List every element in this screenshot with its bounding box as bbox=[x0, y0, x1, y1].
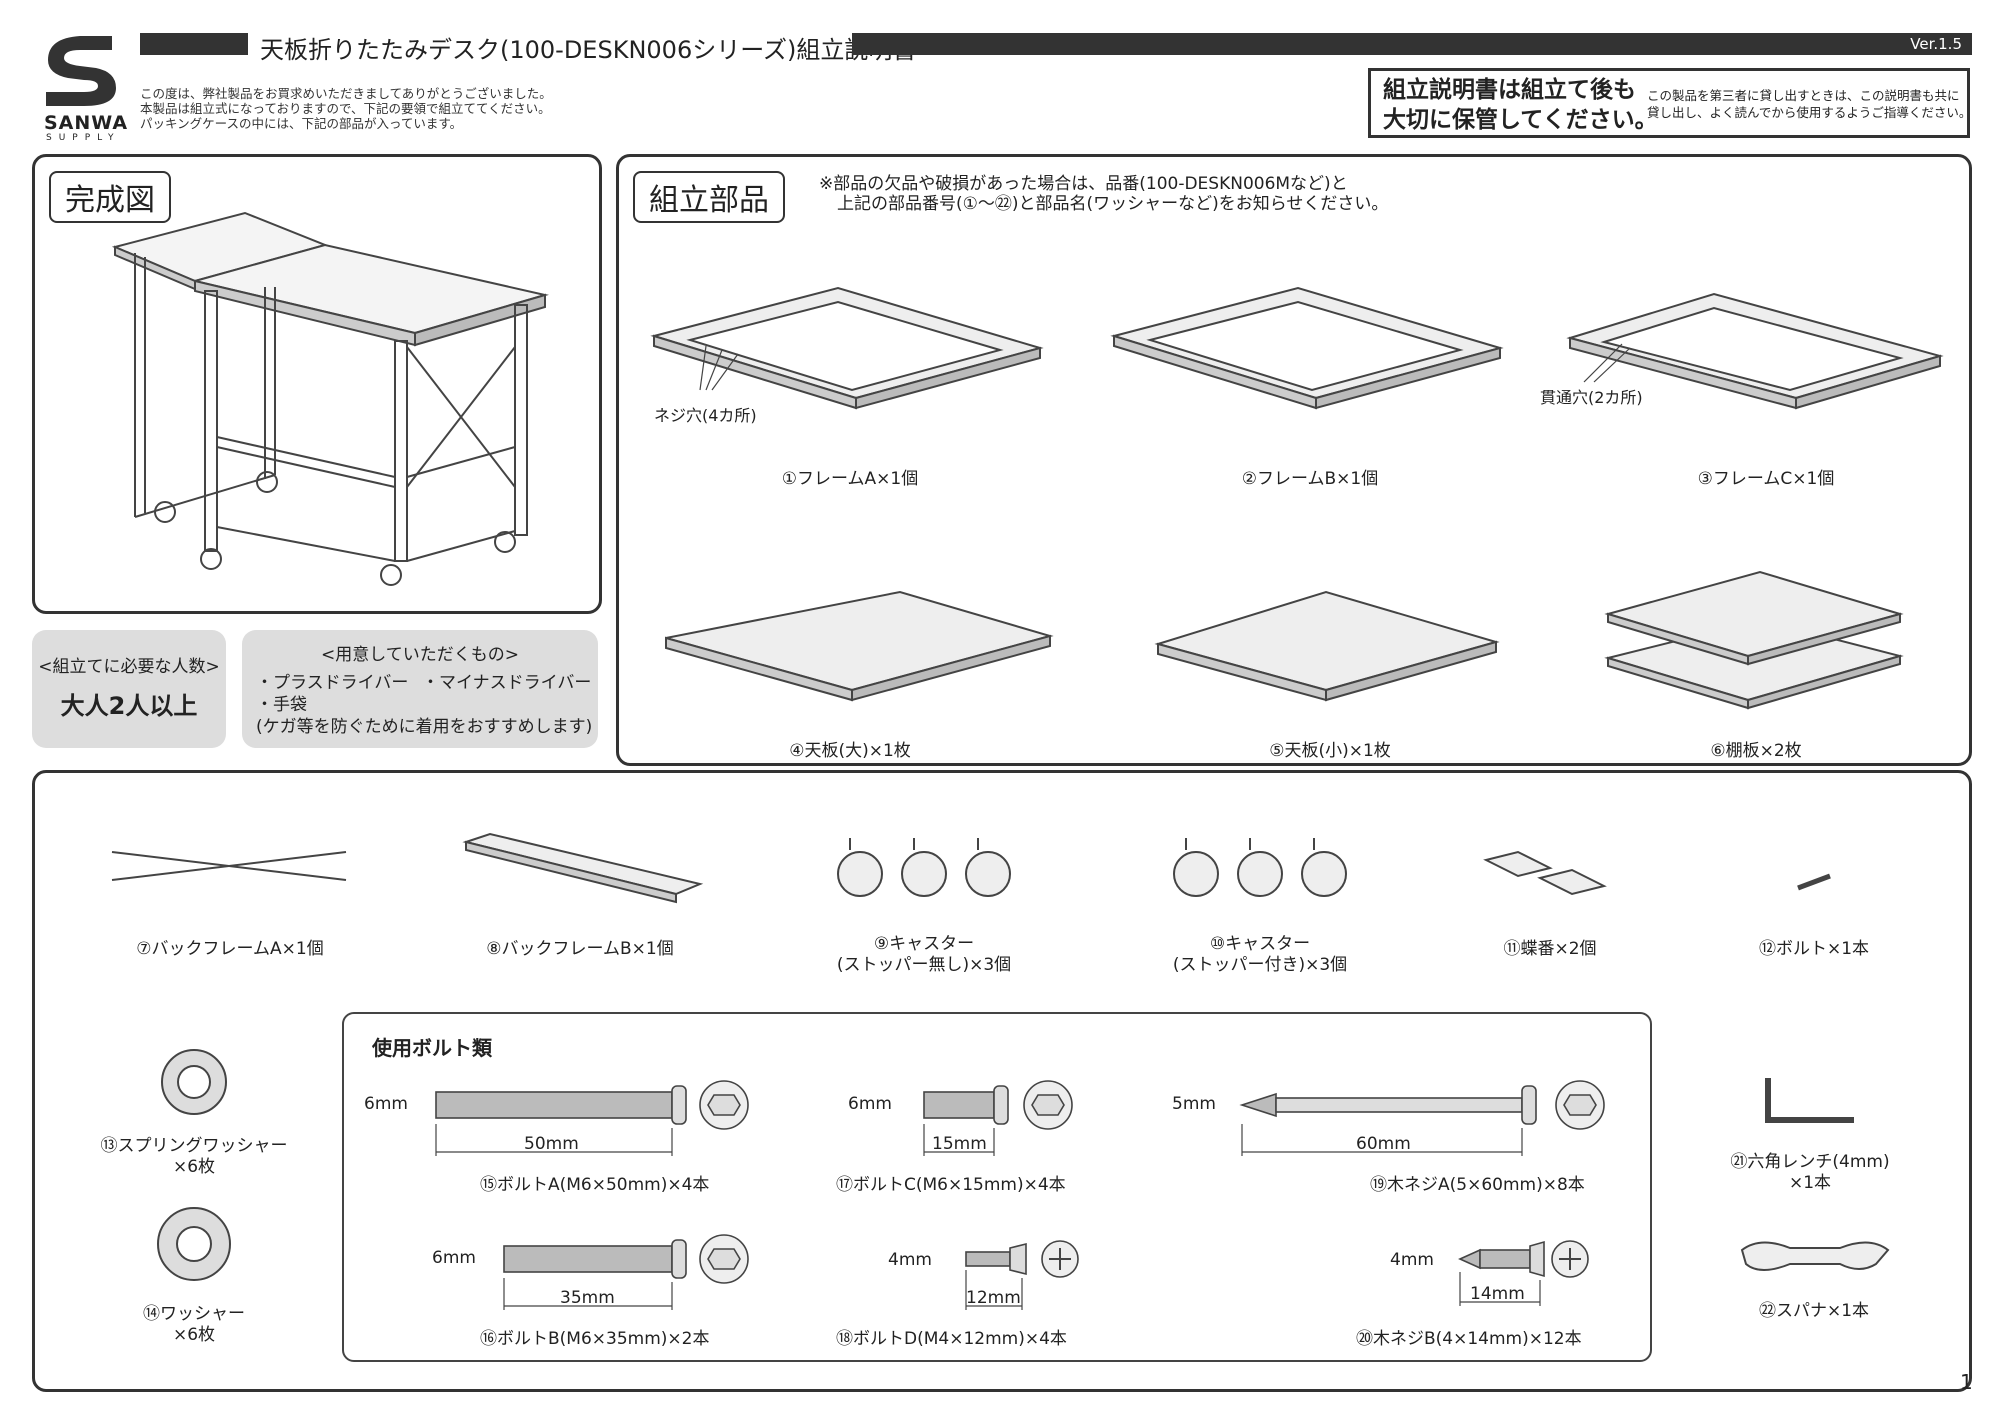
bolt-d-label: ⑱ボルトD(M4×12mm)×4本 bbox=[836, 1329, 1067, 1349]
parts-notice-2: 上記の部品番号(①～㉒)と部品名(ワッシャーなど)をお知らせください。 bbox=[837, 194, 1389, 214]
bolt-c-dia: 6mm bbox=[848, 1094, 892, 1114]
keep-notice: 組立説明書は組立て後も 大切に保管してください。 bbox=[1383, 77, 1658, 133]
bolt-b-len: 35mm bbox=[560, 1288, 615, 1308]
hex-wrench-label: ㉑六角レンチ(4mm) ×1本 bbox=[1730, 1152, 1890, 1193]
bolt-b-dia: 6mm bbox=[432, 1248, 476, 1268]
top-small-label: ⑤天板(小)×1枚 bbox=[1269, 741, 1391, 761]
complete-diagram-panel: 完成図 bbox=[32, 154, 602, 614]
bolts-title: 使用ボルト類 bbox=[372, 1036, 492, 1060]
desk-illustration bbox=[111, 211, 549, 586]
caster10-label: ⑩キャスター (ストッパー付き)×3個 bbox=[1172, 934, 1348, 975]
hinge-label: ⑪蝶番×2個 bbox=[1503, 939, 1597, 959]
people-box: <組立てに必要な人数> 大人2人以上 bbox=[32, 630, 226, 748]
keep-notice-box: 組立説明書は組立て後も 大切に保管してください。 この製品を第三者に貸し出すとき… bbox=[1368, 68, 1972, 138]
bolt-a-dia: 6mm bbox=[364, 1094, 408, 1114]
version-label: Ver.1.5 bbox=[1910, 35, 1962, 53]
bolt12-label: ⑫ボルト×1本 bbox=[1758, 939, 1870, 959]
transfer-note: この製品を第三者に貸し出すときは、この説明書も共に 貸し出し、よく読んでから使用… bbox=[1647, 88, 1972, 120]
bolt-d-dia: 4mm bbox=[888, 1250, 932, 1270]
screw-b-label: ⑳木ネジB(4×14mm)×12本 bbox=[1356, 1329, 1582, 1349]
prepare-item-1: ・プラスドライバー bbox=[256, 673, 409, 693]
doc-title: 天板折りたたみデスク(100-DESKN006シリーズ)組立説明書 bbox=[260, 36, 917, 64]
frame-c-label: ③フレームC×1個 bbox=[1697, 469, 1835, 489]
screw-a-len: 60mm bbox=[1356, 1134, 1411, 1154]
screw-a-dia: 5mm bbox=[1172, 1094, 1216, 1114]
parts-notice-1: ※部品の欠品や破損があった場合は、品番(100-DESKN006Mなど)と bbox=[819, 174, 1348, 194]
caster9-label: ⑨キャスター (ストッパー無し)×3個 bbox=[836, 934, 1012, 975]
people-heading: <組立てに必要な人数> bbox=[38, 657, 220, 677]
brand-name: SANWA bbox=[44, 112, 129, 134]
screw-b-dia: 4mm bbox=[1390, 1250, 1434, 1270]
intro-text: この度は、弊社製品をお買求めいただきましてありがとうございました。 本製品は組立… bbox=[140, 86, 552, 131]
screw-a-label: ⑲木ネジA(5×60mm)×8本 bbox=[1370, 1175, 1585, 1195]
frame-c-callout: 貫通穴(2カ所) bbox=[1540, 388, 1643, 407]
frame-a-callout: ネジ穴(4カ所) bbox=[654, 406, 757, 425]
prepare-box: <用意していただくもの> ・プラスドライバー ・マイナスドライバー ・手袋 (ケ… bbox=[242, 630, 598, 748]
parts-panel: 組立部品 ※部品の欠品や破損があった場合は、品番(100-DESKN006Mなど… bbox=[616, 154, 1972, 766]
title-bar-right: Ver.1.5 bbox=[852, 33, 1972, 55]
hardware-panel bbox=[32, 770, 1972, 1392]
prepare-item-2: ・マイナスドライバー bbox=[422, 673, 592, 693]
prepare-note: (ケガ等を防ぐために着用をおすすめします) bbox=[256, 717, 593, 737]
prepare-item-3: ・手袋 bbox=[256, 695, 307, 715]
bolt-b-label: ⑯ボルトB(M6×35mm)×2本 bbox=[480, 1329, 710, 1349]
parts-title: 組立部品 bbox=[633, 171, 785, 223]
back-frame-b-label: ⑧バックフレームB×1個 bbox=[486, 939, 674, 959]
bolts-box: 使用ボルト類 bbox=[342, 1012, 1652, 1362]
brand-logo: SANWA SUPPLY bbox=[40, 30, 127, 143]
prepare-heading: <用意していただくもの> bbox=[321, 645, 519, 665]
bolt-d-len: 12mm bbox=[966, 1288, 1021, 1308]
washer-label: ⑭ワッシャー ×6枚 bbox=[143, 1304, 245, 1345]
bolt-a-label: ⑮ボルトA(M6×50mm)×4本 bbox=[480, 1175, 710, 1195]
bolt-c-len: 15mm bbox=[932, 1134, 987, 1154]
sanwa-logo-icon bbox=[46, 36, 116, 106]
frame-b-label: ②フレームB×1個 bbox=[1241, 469, 1379, 489]
screw-b-len: 14mm bbox=[1470, 1284, 1525, 1304]
spring-washer-label: ⑬スプリングワッシャー ×6枚 bbox=[100, 1136, 288, 1177]
title-bar-left bbox=[140, 33, 248, 55]
shelf-label: ⑥棚板×2枚 bbox=[1710, 741, 1802, 761]
brand-subname: SUPPLY bbox=[46, 133, 121, 143]
spanner-label: ㉒スパナ×1本 bbox=[1758, 1301, 1870, 1321]
back-frame-a-label: ⑦バックフレームA×1個 bbox=[136, 939, 324, 959]
bolt-a-len: 50mm bbox=[524, 1134, 579, 1154]
bolt-c-label: ⑰ボルトC(M6×15mm)×4本 bbox=[836, 1175, 1066, 1195]
page-number: 1 bbox=[1960, 1370, 1973, 1394]
complete-title: 完成図 bbox=[49, 171, 171, 223]
frame-a-label: ①フレームA×1個 bbox=[781, 469, 919, 489]
people-value: 大人2人以上 bbox=[60, 692, 198, 720]
top-large-label: ④天板(大)×1枚 bbox=[789, 741, 911, 761]
